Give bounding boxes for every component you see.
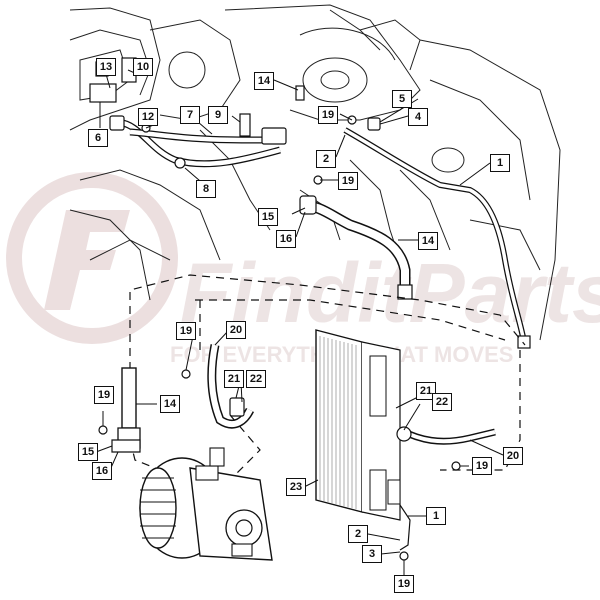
callout-23[interactable]: 23 (286, 478, 306, 496)
callout-1-lower[interactable]: 1 (426, 507, 446, 525)
vehicle-body-outline (69, 4, 561, 341)
callout-19-right[interactable]: 19 (472, 457, 492, 475)
callout-7[interactable]: 7 (180, 106, 200, 124)
callout-2-top[interactable]: 2 (316, 150, 336, 168)
condenser-23 (315, 329, 412, 551)
callout-10[interactable]: 10 (133, 58, 153, 76)
ac-compressor (139, 447, 273, 561)
callout-16-lower[interactable]: 16 (92, 462, 112, 480)
callout-6[interactable]: 6 (88, 129, 108, 147)
callout-3[interactable]: 3 (362, 545, 382, 563)
callout-21-left[interactable]: 21 (224, 370, 244, 388)
callout-12[interactable]: 12 (138, 108, 158, 126)
suction-hose-14-lower (121, 367, 137, 429)
pressure-switch-9 (239, 113, 251, 137)
callout-1-top[interactable]: 1 (490, 154, 510, 172)
callout-9[interactable]: 9 (208, 106, 228, 124)
callout-11[interactable]: 13 (96, 58, 116, 76)
condenser-fins (319, 336, 357, 509)
watermark: FinditParts FOR EVERYTHING THAT MOVES (6, 172, 600, 367)
callout-16-top[interactable]: 16 (276, 230, 296, 248)
callout-13[interactable]: 14 (254, 72, 274, 90)
callout-14-top[interactable]: 14 (418, 232, 438, 250)
callout-8[interactable]: 8 (196, 180, 216, 198)
callout-21-right[interactable]: 21 (416, 382, 436, 400)
callout-22-right[interactable]: 22 (432, 393, 452, 411)
callout-15-lower[interactable]: 15 (78, 443, 98, 461)
callout-20-right[interactable]: 20 (503, 447, 523, 465)
callout-19-mid[interactable]: 19 (338, 172, 358, 190)
callout-2-lower[interactable]: 2 (348, 525, 368, 543)
watermark-logo-ring (6, 172, 178, 344)
callout-19-bottom[interactable]: 19 (394, 575, 414, 593)
callout-4[interactable]: 4 (408, 108, 428, 126)
callout-19-top[interactable]: 19 (318, 106, 338, 124)
callout-22-left[interactable]: 22 (246, 370, 266, 388)
callout-15-top[interactable]: 15 (258, 208, 278, 226)
refrigerant-lines (117, 118, 531, 481)
callout-20-left[interactable]: 20 (226, 321, 246, 339)
callout-19-lower-left[interactable]: 19 (94, 386, 114, 404)
watermark-brand: FinditParts (180, 246, 600, 340)
callout-19-left[interactable]: 19 (176, 322, 196, 340)
callout-5[interactable]: 5 (392, 90, 412, 108)
callout-14-lower[interactable]: 14 (160, 395, 180, 413)
watermark-logo-mark (44, 210, 130, 310)
